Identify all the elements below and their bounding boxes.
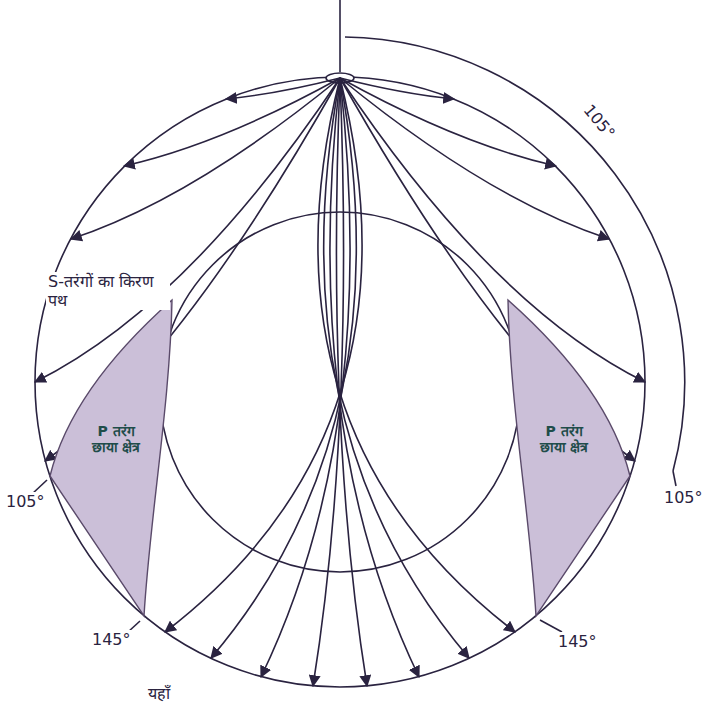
ray-path (35, 78, 340, 382)
earth-surface (35, 77, 645, 687)
focus-line (339, 0, 341, 72)
shadow-zone: P तरंग छाया क्षेत्र (40, 295, 180, 625)
wave-path-label: S-तरंगों का किरण पथ (46, 272, 170, 310)
ray-path (261, 78, 350, 677)
leader-line (673, 471, 676, 486)
ray-path (124, 78, 340, 166)
zone-label: P तरंग छाया क्षेत्र (538, 423, 590, 455)
shadow-zone-shape (40, 295, 180, 625)
shadow-zone-shape (500, 295, 640, 625)
angle-label: यहाँ (146, 684, 172, 703)
ray-path (165, 78, 362, 632)
ray-path (340, 78, 556, 166)
shadow-zone: P तरंग छाया क्षेत्र (500, 295, 640, 625)
ray-path (71, 78, 340, 239)
ray-path (340, 78, 454, 99)
core-rays (165, 78, 515, 686)
ray-path (340, 78, 609, 239)
ray-path (324, 78, 469, 658)
angle-label: 105° (662, 488, 705, 507)
ray-path (313, 78, 344, 686)
leader-line (540, 620, 562, 632)
angle-label: 145° (556, 632, 599, 651)
ray-path (340, 78, 645, 382)
angle-label: 105° (578, 99, 620, 144)
shadow-zone-outline (508, 300, 630, 616)
angle-label: 105° (4, 492, 47, 511)
shadow-zone-outline (50, 300, 172, 616)
zone-label: P तरंग छाया क्षेत्र (90, 423, 142, 455)
ray-path (226, 78, 340, 99)
angle-label: 145° (90, 630, 133, 649)
